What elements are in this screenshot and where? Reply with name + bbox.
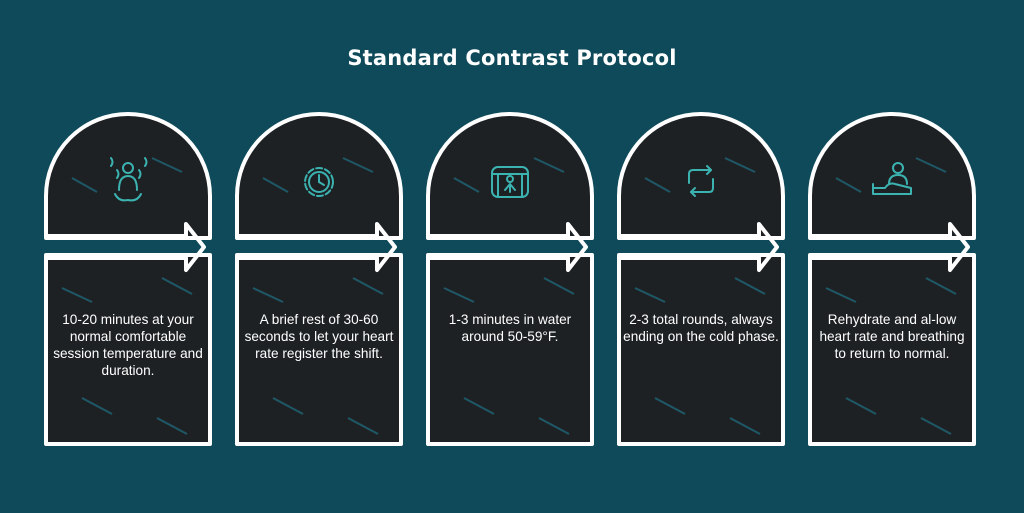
timer-icon (292, 154, 346, 208)
step-card-5: Rehydrate and al-low heart rate and brea… (806, 112, 978, 446)
step-text-4: 2-3 total rounds, always ending on the c… (623, 312, 779, 344)
step-card-1: 10-20 minutes at your normal comfortable… (42, 112, 214, 446)
sauna-person-icon (101, 154, 155, 208)
step-text-5: Rehydrate and al-low heart rate and brea… (819, 312, 965, 361)
step-text-3: 1-3 minutes in water around 50-59°F. (448, 312, 572, 344)
cold-plunge-tub-icon (483, 154, 537, 208)
step-card-2: A brief rest of 30-60 seconds to let you… (233, 112, 405, 446)
step-card-5-shape (808, 112, 976, 446)
step-card-4-shape (617, 112, 785, 446)
step-text-1: 10-20 minutes at your normal comfortable… (53, 312, 203, 378)
resting-person-icon (865, 154, 919, 208)
page-title: Standard Contrast Protocol (347, 46, 677, 70)
step-text-2: A brief rest of 30-60 seconds to let you… (244, 312, 394, 361)
step-card-4: 2-3 total rounds, always ending on the c… (615, 112, 787, 446)
step-card-3: 1-3 minutes in water around 50-59°F. (424, 112, 596, 446)
repeat-cycle-icon (674, 154, 728, 208)
